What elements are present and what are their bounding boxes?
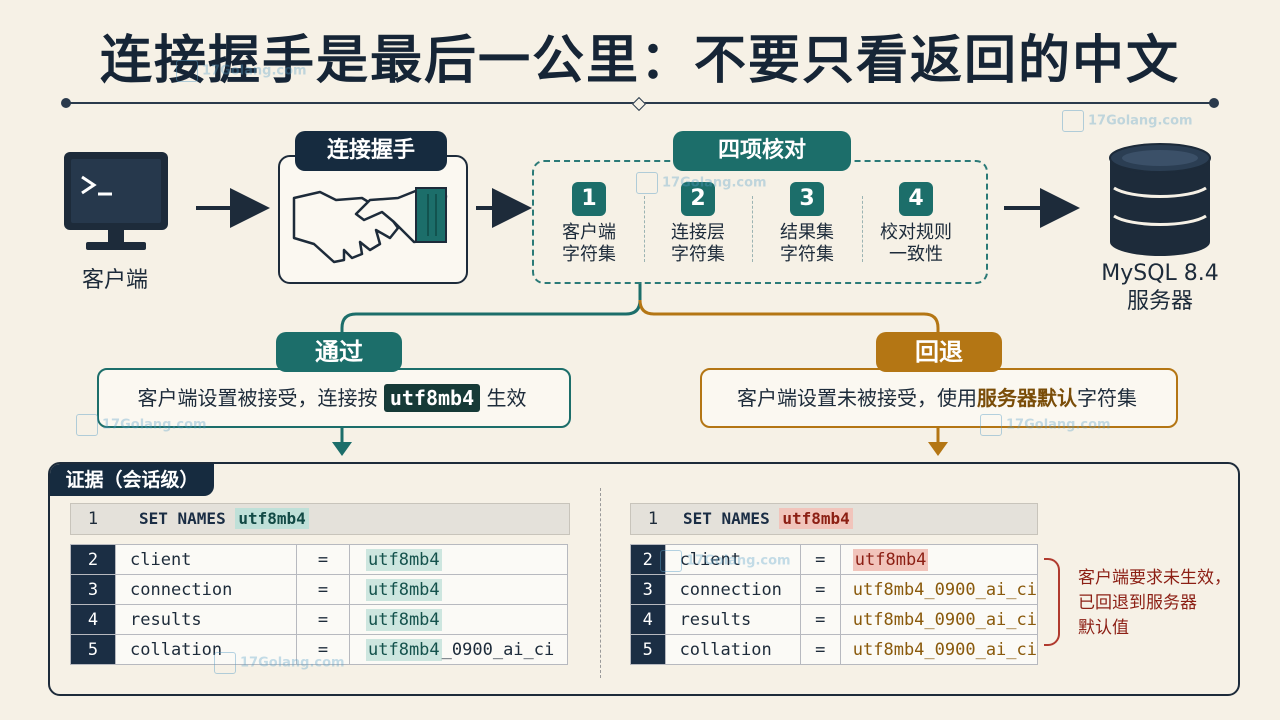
pass-description: 客户端设置被接受，连接按 utf8mb4 生效 [137, 384, 527, 412]
watermark: 17Golang.com [980, 414, 1111, 436]
watermark: 17Golang.com [76, 414, 207, 436]
database-server-icon [1109, 143, 1211, 256]
check-number: 2 [681, 182, 715, 216]
pass-charset-highlight: utf8mb4 [383, 384, 481, 412]
server-name: MySQL 8.4 [1101, 261, 1219, 286]
evidence-divider [600, 488, 601, 678]
watermark: 17Golang.com [636, 172, 767, 194]
client-label: 客户端 [81, 268, 148, 293]
right-session-vars-table: 2 client = utf8mb4 3 connection = utf8mb… [630, 544, 1039, 665]
server-label: MySQL 8.4 服务器 [1090, 260, 1230, 316]
handshake-label: 连接握手 [295, 131, 447, 171]
watermark-logo-icon [660, 550, 682, 572]
watermark-logo-icon [636, 172, 658, 194]
pass-result-box [97, 368, 571, 428]
watermark: 17Golang.com [660, 550, 791, 572]
check-number: 1 [572, 182, 606, 216]
check-divider [862, 196, 863, 262]
set-names-command: SET NAMES utf8mb4 [683, 504, 853, 534]
watermark: 17Golang.com [1062, 110, 1193, 132]
check-item-collation: 4 校对规则一致性 [861, 182, 971, 266]
pass-label: 通过 [276, 332, 402, 372]
line-number: 1 [87, 509, 99, 529]
watermark-logo-icon [1062, 110, 1084, 132]
check-divider [752, 196, 753, 262]
terminal-monitor-icon [64, 152, 168, 250]
table-row: 5 collation = utf8mb4_0900_ai_ci [630, 634, 1039, 665]
arrow-fail-head [928, 442, 948, 456]
fallback-note: 客户端要求未生效， 已回退到服务器 默认值 [1078, 568, 1231, 638]
fallback-description: 客户端设置未被接受，使用服务器默认字符集 [737, 386, 1137, 410]
line-number: 1 [647, 509, 659, 529]
table-row: 3 connection = utf8mb4 [70, 574, 568, 605]
server-role: 服务器 [1126, 289, 1193, 314]
checks-label: 四项核对 [673, 131, 851, 171]
table-row: 4 results = utf8mb4_0900_ai_ci [630, 604, 1039, 635]
watermark-logo-icon [214, 652, 236, 674]
arrow-pass-head [332, 442, 352, 456]
right-set-names-row: 1 SET NAMES utf8mb4 [630, 503, 1038, 535]
check-number: 4 [899, 182, 933, 216]
evidence-panel [48, 462, 1240, 696]
check-text: 连接层字符集 [671, 222, 725, 265]
check-text: 结果集字符集 [780, 222, 834, 265]
check-text: 客户端字符集 [562, 222, 616, 265]
check-item-connection-charset: 2 连接层字符集 [643, 182, 753, 266]
page-title: 连接握手是最后一公里：不要只看返回的中文 [99, 31, 1180, 91]
set-names-command: SET NAMES utf8mb4 [139, 504, 309, 534]
watermark-logo-icon [980, 414, 1002, 436]
check-number: 3 [790, 182, 824, 216]
branch-to-fail [638, 299, 940, 334]
left-set-names-row: 1 SET NAMES utf8mb4 [70, 503, 570, 535]
check-text: 校对规则一致性 [880, 222, 952, 265]
table-row: 2 client = utf8mb4 [630, 544, 1039, 575]
table-row: 3 connection = utf8mb4_0900_ai_ci [630, 574, 1039, 605]
check-divider [644, 196, 645, 262]
note-brace [1044, 558, 1060, 646]
table-row: 4 results = utf8mb4 [70, 604, 568, 635]
table-row: 5 collation = utf8mb4_0900_ai_ci [70, 634, 568, 665]
watermark-logo-icon [176, 60, 198, 82]
left-session-vars-table: 2 client = utf8mb4 3 connection = utf8mb… [70, 544, 568, 665]
fallback-highlight: 服务器默认 [977, 386, 1077, 410]
table-row: 2 client = utf8mb4 [70, 544, 568, 575]
handshake-icon [292, 187, 448, 264]
branch-to-pass [340, 282, 642, 334]
check-item-client-charset: 1 客户端字符集 [534, 182, 644, 266]
watermark: 17Golang.com [214, 652, 345, 674]
watermark: 17Golang.com [176, 60, 307, 82]
evidence-label: 证据（会话级） [50, 464, 214, 496]
watermark-logo-icon [76, 414, 98, 436]
fallback-label: 回退 [876, 332, 1002, 372]
check-item-results-charset: 3 结果集字符集 [752, 182, 862, 266]
